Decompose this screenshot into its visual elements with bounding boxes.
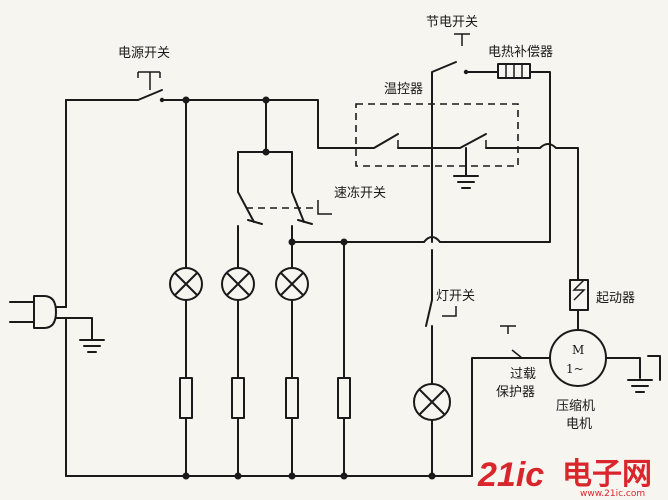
starter xyxy=(569,279,589,311)
lamp-switch-label: 灯开关 xyxy=(436,289,475,304)
quick-freeze-switch-label: 速冻开关 xyxy=(334,185,386,201)
compressor-motor-icon: M 1~ xyxy=(549,329,607,387)
thermostat-label: 温控器 xyxy=(384,82,423,97)
power-switch-label: 电源开关 xyxy=(118,46,170,61)
ground-icon-thermostat xyxy=(453,175,479,189)
power-switch[interactable] xyxy=(137,71,165,103)
lamp-5-icon xyxy=(413,383,451,421)
overload-protector[interactable] xyxy=(500,325,537,359)
ground-icon-plug xyxy=(79,339,105,353)
motor-ac-label: 1~ xyxy=(566,362,584,376)
overload-label-2: 保护器 xyxy=(496,385,535,400)
energy-save-switch-label: 节电开关 xyxy=(426,15,478,30)
svg-text:www.21ic.com: www.21ic.com xyxy=(580,489,645,499)
quick-freeze-switch[interactable] xyxy=(237,191,332,225)
lamp-1-icon xyxy=(169,267,203,301)
watermark-logo: 21ic 电子网 www.21ic.com xyxy=(477,456,652,499)
svg-text:21ic: 21ic xyxy=(477,456,544,494)
overload-label-1: 过载 xyxy=(510,367,536,382)
resistor-3 xyxy=(285,377,299,419)
lamp-3-icon xyxy=(275,267,309,301)
svg-text:电子网: 电子网 xyxy=(562,457,652,492)
compressor-label-2: 电机 xyxy=(566,417,592,432)
heater-label: 电热补偿器 xyxy=(488,45,553,60)
lamp-2-icon xyxy=(221,267,255,301)
compressor-label-1: 压缩机 xyxy=(556,398,595,414)
resistor-4 xyxy=(337,377,351,419)
starter-label: 起动器 xyxy=(596,291,635,306)
ground-icon-motor xyxy=(627,379,653,393)
resistor-2 xyxy=(231,377,245,419)
energy-save-switch[interactable] xyxy=(431,33,470,101)
lamp-switch[interactable] xyxy=(425,299,457,385)
motor-m-label: M xyxy=(572,343,584,357)
power-plug-icon xyxy=(9,99,93,477)
resistor-1 xyxy=(179,377,193,419)
thermostat[interactable] xyxy=(355,103,541,177)
heater-compensator xyxy=(497,63,531,79)
